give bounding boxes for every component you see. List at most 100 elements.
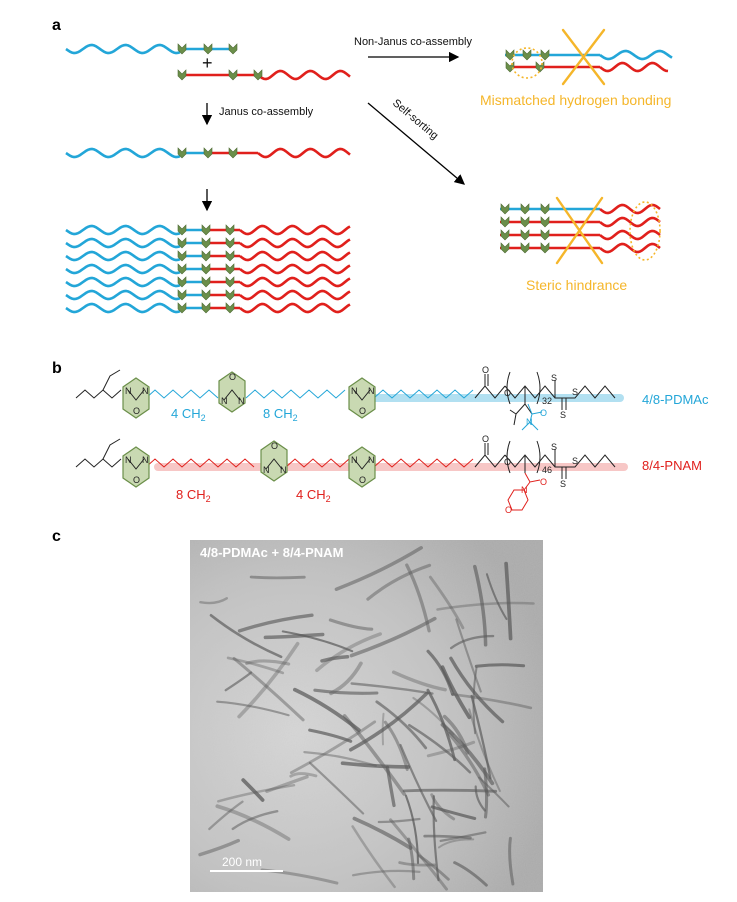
pnam-spacer-8-chain	[145, 458, 255, 468]
pnam-o2: O	[482, 434, 489, 444]
nanofibre	[455, 618, 482, 693]
nanofibre	[199, 597, 228, 605]
blue-polymer-chain	[65, 263, 181, 275]
red-polymer-chain	[239, 263, 351, 275]
pnam-s3: S	[560, 479, 566, 489]
nanofibre	[293, 687, 361, 732]
urea-hexagon-icon	[348, 446, 376, 488]
urea-motif-icon	[177, 276, 187, 288]
blue-polymer-chain	[65, 276, 181, 288]
urea-motif-icon	[225, 289, 235, 301]
urea-motif-icon	[177, 237, 187, 249]
nanofibre	[245, 659, 291, 666]
urea-motif-icon	[201, 250, 211, 262]
pdmac-o2: O	[482, 365, 489, 375]
urea-atom: O	[359, 475, 366, 485]
red-polymer-chain	[239, 289, 351, 301]
urea-motif-icon	[225, 302, 235, 314]
nanofibre	[426, 688, 457, 762]
pnam-c6-chain	[373, 458, 474, 468]
nanofibre	[375, 700, 428, 750]
red-polymer-chain	[599, 216, 661, 228]
mismatched-label: Mismatched hydrogen bonding	[480, 92, 671, 108]
urea-atom: O	[133, 406, 140, 416]
pnam-morpholine	[507, 472, 541, 511]
nanofibre	[430, 805, 477, 820]
stacked-strand	[65, 289, 351, 301]
nanofibre	[224, 671, 253, 692]
nanofibre	[508, 836, 515, 886]
pdmac-c6-chain	[373, 389, 474, 399]
blue-polymer-chain	[65, 43, 181, 55]
blue-polymer-chain	[65, 224, 181, 236]
urea-bond	[265, 458, 283, 470]
nanofibre	[450, 634, 495, 650]
nanofibre	[313, 688, 379, 695]
nanofibre	[408, 723, 472, 774]
nanofibre	[407, 837, 416, 881]
blue-polymer-chain	[65, 302, 181, 314]
urea-motif-icon	[177, 302, 187, 314]
red-polymer-chain	[257, 147, 351, 159]
urea-atom: N	[351, 386, 358, 396]
urea-motif-icon	[540, 216, 550, 228]
urea-motif-icon	[177, 250, 187, 262]
pnam-end-group	[474, 440, 616, 479]
blue-polymer-chain	[65, 147, 181, 159]
blue-polymer-chain	[599, 49, 673, 61]
urea-motif-icon	[203, 147, 213, 159]
pnam-molecule	[177, 69, 351, 81]
stacked-strand	[65, 276, 351, 288]
urea-hexagon-icon	[348, 377, 376, 419]
nanofibre	[352, 816, 413, 850]
cross-mark-steric	[555, 196, 604, 265]
urea-motif-icon	[520, 242, 530, 254]
cross-mark-mismatched	[561, 28, 606, 86]
self-sorted-strand	[500, 216, 661, 228]
nanofibre	[349, 616, 437, 658]
urea-motif-icon	[540, 229, 550, 241]
urea-bond	[127, 389, 145, 401]
panel-label-a: a	[52, 17, 61, 34]
pnam-spacer-4: 4 CH2	[296, 487, 331, 504]
urea-atom: N	[142, 455, 149, 465]
pnam-o4: O	[505, 505, 512, 515]
nanofibre	[209, 614, 283, 659]
urea-motif-icon	[225, 276, 235, 288]
nanofibre	[398, 861, 436, 867]
red-polymer-chain	[239, 224, 351, 236]
panel-label-c: c	[52, 528, 61, 545]
janus-label: Janus co-assembly	[219, 106, 314, 118]
urea-motif-icon	[540, 49, 550, 61]
nanofibre	[289, 772, 318, 778]
nanofibre	[208, 800, 244, 831]
urea-motif-icon	[535, 61, 545, 73]
pnam-s2: S	[572, 456, 578, 466]
nanofibre	[474, 663, 526, 668]
nanofibre	[404, 794, 420, 865]
urea-atom: N	[351, 455, 358, 465]
urea-motif-icon	[177, 147, 187, 159]
pdmac-spacer-8-chain	[245, 389, 346, 399]
pnam-spacer-4-chain	[285, 458, 350, 468]
urea-motif-icon	[540, 242, 550, 254]
nanofibre	[216, 700, 290, 717]
urea-motif-icon	[201, 237, 211, 249]
urea-motif-icon	[520, 216, 530, 228]
urea-motif-icon	[201, 224, 211, 236]
nanofibre	[226, 656, 285, 675]
nanofibre	[232, 657, 305, 722]
pdmac-s1: S	[551, 373, 557, 383]
urea-motif-icon	[201, 302, 211, 314]
nanofibre	[453, 861, 488, 887]
pdmac-n: N	[526, 417, 533, 427]
nanofibre	[289, 720, 377, 774]
micrograph-fibres	[198, 546, 535, 891]
urea-atom: N	[368, 386, 375, 396]
pdmac-ethyl-branch	[102, 369, 121, 391]
nanofibre	[423, 834, 472, 840]
pdmac-spacer-8: 8 CH2	[263, 406, 298, 423]
